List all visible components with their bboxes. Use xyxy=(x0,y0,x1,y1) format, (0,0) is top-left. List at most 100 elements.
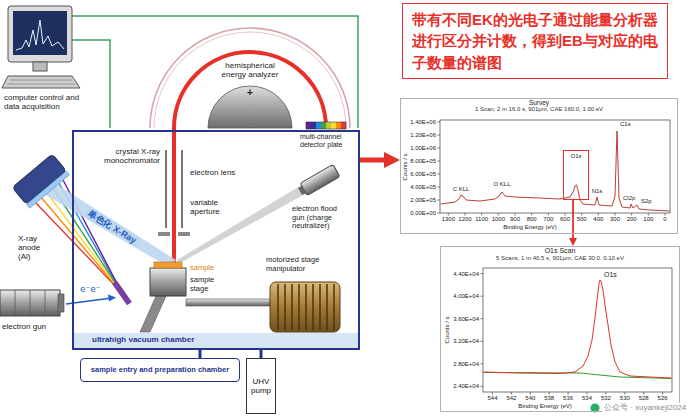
aperture-plate xyxy=(158,232,170,236)
monochromatic-beam xyxy=(44,184,176,268)
electron-lens xyxy=(158,150,190,236)
plot-frame xyxy=(440,120,670,213)
electron-beam-head xyxy=(108,295,116,302)
sample-piece xyxy=(154,262,182,268)
detector-cell xyxy=(331,122,336,129)
stage-arm xyxy=(140,296,166,332)
screen-spectrum xyxy=(16,20,64,50)
axis-tick: 2.40E+04 xyxy=(453,383,479,390)
polarity-sign: + xyxy=(247,87,253,99)
lens-rod xyxy=(165,150,167,228)
flood-gun-nozzle xyxy=(298,186,306,195)
detector-cell xyxy=(341,122,346,129)
prep-chamber: sample entry and preparation chamber xyxy=(80,358,240,382)
part-label: hemispherical energy analyzer xyxy=(214,61,286,79)
electron-label: e⁻e⁻ xyxy=(80,284,101,294)
watermark: 公众号 · xuyankeji2024 xyxy=(602,403,688,412)
flood-gun-body xyxy=(300,164,340,195)
part-label: motorized stage manipulator xyxy=(266,256,348,273)
keyboard-keys xyxy=(7,80,75,84)
o1s-plot xyxy=(481,268,673,395)
o1s-spectrum xyxy=(484,280,672,378)
axis-tick: 700 xyxy=(543,216,553,223)
chart-subtitle: 5 Scans, 1 m 40.5 s, 901μm, CAE 30.0, 0.… xyxy=(496,255,624,262)
axis-tick: 600 xyxy=(560,216,570,223)
manipulator-shaft xyxy=(186,299,270,306)
computer-monitor xyxy=(2,6,80,88)
chart-title: O1s Scan xyxy=(545,247,576,255)
aperture-plate xyxy=(178,232,190,236)
detector-cell xyxy=(336,122,341,129)
detector-plate xyxy=(306,122,346,129)
part-label: electron lens xyxy=(190,168,250,177)
peak-label: N1s xyxy=(592,188,603,195)
anode-slab xyxy=(112,281,132,306)
part-label: electron gun xyxy=(2,322,72,331)
part-label: variable aperture xyxy=(190,198,238,216)
axis-tick: 2.80E+04 xyxy=(453,360,479,367)
axis-tick: 530 xyxy=(620,395,630,402)
axis-ticks xyxy=(448,213,665,216)
zoom-arrow xyxy=(572,200,574,238)
manipulator-coil xyxy=(270,282,340,332)
pump-box: UHV pump xyxy=(246,358,276,414)
axis-tick: 400 xyxy=(593,216,603,223)
axis-tick: 528 xyxy=(639,395,649,402)
gun-nozzle xyxy=(58,294,64,312)
axis-tick: 4.40E+04 xyxy=(453,270,479,277)
electron-trajectory xyxy=(174,52,326,262)
monochromator-crystal xyxy=(27,171,70,208)
axis-tick: 544 xyxy=(487,395,497,402)
plot-frame xyxy=(483,268,672,392)
detector-cell xyxy=(316,122,321,129)
chamber-band xyxy=(74,333,358,348)
survey-spectrum xyxy=(441,131,670,211)
axis-tick: 1000 xyxy=(492,216,505,223)
axis-tick: 800 xyxy=(527,216,537,223)
detector-cell xyxy=(321,122,326,129)
stage-manipulator xyxy=(270,282,340,332)
chart-panel: Survey1 Scan, 2 m 16.0 s, 901μm, CAE 160… xyxy=(400,98,678,234)
vacuum-pipe xyxy=(199,350,202,358)
axis-tick: 536 xyxy=(563,395,573,402)
flow-arrow xyxy=(360,158,384,163)
axis-tick: 6.00E+05 xyxy=(410,171,436,178)
peak-label: O KLL xyxy=(493,181,510,188)
part-label: sample stage xyxy=(190,276,224,293)
highlight-box: O1s xyxy=(563,150,589,200)
lens-rod xyxy=(181,150,183,228)
axis-tick: 534 xyxy=(582,395,592,402)
axis-tick: 0 xyxy=(663,216,666,223)
part-label: sample xyxy=(190,264,214,273)
axis-ticks xyxy=(481,274,484,387)
peak-label: Cl2p xyxy=(623,195,635,202)
analyzer-dome xyxy=(208,86,292,128)
axis-tick: 300 xyxy=(610,216,620,223)
chart-subtitle: 1 Scan, 2 m 16.0 s, 901μm, CAE 160.0, 1.… xyxy=(475,106,603,113)
chamber-label: sample entry and preparation chamber xyxy=(91,366,229,375)
axis-tick: 0.00E+00 xyxy=(410,210,436,217)
detector-cell xyxy=(311,122,316,129)
axis-tick: 1.20E+06 xyxy=(410,132,436,139)
axis-title: Binding Energy (eV) xyxy=(503,224,557,231)
xray-ray xyxy=(34,201,122,293)
peak-label: C1s xyxy=(620,121,631,128)
peak-label: S2p xyxy=(641,198,652,205)
axis-tick: 526 xyxy=(658,395,668,402)
keyboard xyxy=(2,76,80,88)
peak-label: O1s xyxy=(604,271,617,279)
axis-tick: 200 xyxy=(627,216,637,223)
detector-cell xyxy=(306,122,311,129)
detector-outline xyxy=(306,122,346,129)
monitor-stand xyxy=(33,62,47,71)
chart-title: Survey xyxy=(529,99,549,106)
gun-rings xyxy=(15,290,45,316)
control-wire xyxy=(72,16,358,128)
fit-baseline xyxy=(484,373,672,379)
detector-cell xyxy=(326,122,331,129)
axis-tick: 500 xyxy=(577,216,587,223)
axis-title: Binding Energy (eV) xyxy=(518,403,572,410)
